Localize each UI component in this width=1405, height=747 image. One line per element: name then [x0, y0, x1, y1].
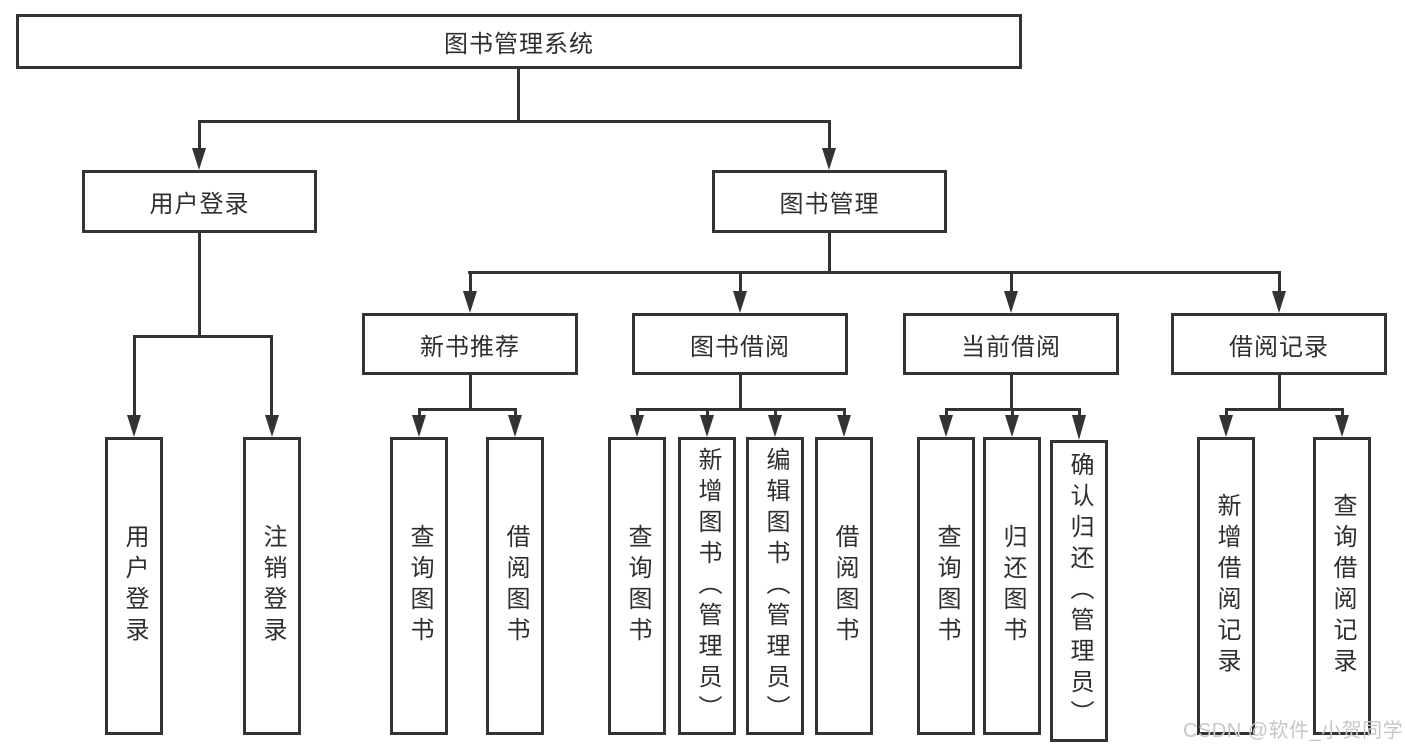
arrow-to-leaf-borrow-borrow [837, 415, 851, 437]
node-book-management: 图书管理 [712, 170, 947, 233]
connector-level2-bus [198, 120, 831, 123]
arrow-to-leaf-borrow-query [630, 415, 644, 437]
leaf-current-confirm: 确认归还（管理员） [1050, 440, 1108, 742]
connector-currentborrow-stem [1010, 375, 1013, 408]
node-root-label: 图书管理系统 [444, 31, 594, 58]
connector-borrowrecord-drop [1278, 271, 1281, 291]
connector-brquery-drop [1341, 408, 1344, 415]
node-book-borrow: 图书借阅 [632, 313, 848, 375]
leaf-user-login-label: 用户登录 [121, 524, 148, 648]
leaf-newbook-query: 查询图书 [390, 437, 448, 735]
connector-bookmgmt-stem [828, 233, 831, 271]
connector-currentborrow-drop [1010, 271, 1013, 291]
connector-bbadd-drop [706, 408, 709, 415]
leaf-record-query-label: 查询借阅记录 [1329, 493, 1356, 679]
node-borrow-record-label: 借阅记录 [1229, 333, 1329, 361]
node-book-management-label: 图书管理 [779, 191, 880, 218]
arrow-to-leaf-current-query [939, 415, 953, 437]
leaf-newbook-borrow: 借阅图书 [486, 437, 544, 735]
connector-level3-bus [468, 271, 1281, 274]
leaf-borrow-borrow: 借阅图书 [815, 437, 873, 735]
connector-bbborrow-drop [843, 408, 846, 415]
arrow-to-leaf-record-query [1335, 415, 1349, 437]
arrow-to-user-login [192, 148, 206, 170]
leaf-record-add-label: 新增借阅记录 [1213, 493, 1240, 679]
connector-bookborrow-stem [739, 375, 742, 408]
connector-userlogin-bus [133, 335, 273, 338]
connector-newbook-stem [469, 375, 472, 408]
connector-userlogin-stem [198, 233, 201, 335]
node-current-borrow: 当前借阅 [903, 313, 1119, 375]
watermark-text: CSDN @软件_小贺同学 [1183, 720, 1404, 742]
arrow-to-leaf-current-return [1005, 415, 1019, 437]
node-new-book-recommend-label: 新书推荐 [420, 333, 520, 361]
connector-ullogin-drop [133, 335, 136, 415]
leaf-newbook-query-label: 查询图书 [406, 524, 433, 648]
arrow-to-leaf-user-login [127, 415, 141, 437]
arrow-to-leaf-borrow-add [700, 415, 714, 437]
node-user-login-label: 用户登录 [149, 191, 250, 218]
leaf-borrow-add: 新增图书（管理员） [678, 437, 736, 735]
leaf-logout-label: 注销登录 [259, 524, 286, 648]
connector-bbedit-drop [774, 408, 777, 415]
node-current-borrow-label: 当前借阅 [961, 333, 1061, 361]
connector-bookborrow-bus [636, 408, 845, 411]
leaf-borrow-borrow-label: 借阅图书 [831, 524, 858, 648]
connector-cbquery-drop [945, 408, 948, 415]
connector-cbconfirm-drop [1078, 408, 1081, 415]
leaf-current-return: 归还图书 [983, 437, 1041, 735]
leaf-user-login: 用户登录 [105, 437, 163, 735]
leaf-borrow-query: 查询图书 [608, 437, 666, 735]
arrow-to-leaf-newbook-query [412, 415, 426, 437]
node-root: 图书管理系统 [16, 14, 1022, 69]
arrow-to-current-borrow [1004, 291, 1018, 313]
leaf-current-confirm-label: 确认归还（管理员） [1066, 451, 1093, 731]
leaf-logout: 注销登录 [243, 437, 301, 735]
leaf-current-return-label: 归还图书 [999, 524, 1026, 648]
leaf-borrow-edit-label: 编辑图书（管理员） [762, 446, 789, 726]
arrow-to-leaf-current-confirm [1072, 415, 1086, 440]
leaf-borrow-add-label: 新增图书（管理员） [694, 446, 721, 726]
leaf-borrow-query-label: 查询图书 [624, 524, 651, 648]
leaf-record-query: 查询借阅记录 [1313, 437, 1371, 735]
arrow-to-borrow-record [1272, 291, 1286, 313]
connector-borrowrecord-bus [1225, 408, 1343, 411]
leaf-record-add: 新增借阅记录 [1197, 437, 1255, 735]
connector-newbook-bus [418, 408, 516, 411]
leaf-newbook-borrow-label: 借阅图书 [502, 524, 529, 648]
connector-bbquery-drop [636, 408, 639, 415]
leaf-borrow-edit: 编辑图书（管理员） [746, 437, 804, 735]
arrow-to-leaf-logout [265, 415, 279, 437]
connector-ullogout-drop [270, 335, 273, 415]
connector-nbquery-drop [418, 408, 421, 415]
connector-root-stem [517, 68, 520, 120]
arrow-to-leaf-newbook-borrow [508, 415, 522, 437]
connector-nbborrow-drop [514, 408, 517, 415]
arrow-to-book-management [822, 148, 836, 170]
connector-userlogin-drop [198, 120, 201, 148]
arrow-to-book-borrow [733, 291, 747, 313]
connector-cbreturn-drop [1011, 408, 1014, 415]
node-borrow-record: 借阅记录 [1171, 313, 1387, 375]
connector-bradd-drop [1225, 408, 1228, 415]
arrow-to-new-book-recommend [463, 291, 477, 313]
leaf-current-query: 查询图书 [917, 437, 975, 735]
arrow-to-leaf-record-add [1219, 415, 1233, 437]
connector-bookborrow-drop [739, 271, 742, 291]
node-new-book-recommend: 新书推荐 [362, 313, 578, 375]
connector-newbook-drop [469, 271, 472, 291]
node-user-login: 用户登录 [82, 170, 317, 233]
node-book-borrow-label: 图书借阅 [690, 333, 790, 361]
connector-bookmgmt-drop [828, 120, 831, 148]
connector-borrowrecord-stem [1278, 375, 1281, 408]
arrow-to-leaf-borrow-edit [768, 415, 782, 437]
leaf-current-query-label: 查询图书 [933, 524, 960, 648]
